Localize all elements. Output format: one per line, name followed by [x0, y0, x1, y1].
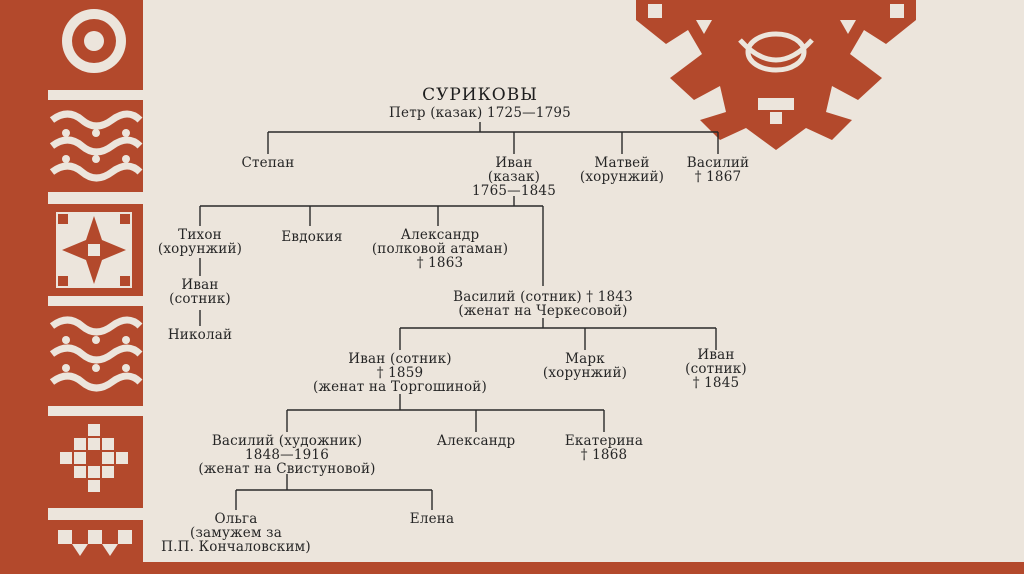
tree-node-aleksandr: Александр: [436, 433, 516, 449]
tree-node-line: Ольга: [214, 511, 258, 527]
tree-node-ivan-1845: Иван (сотник) † 1845: [666, 348, 766, 390]
tree-node-line: (замужем за: [190, 525, 282, 541]
tree-node-line: 1765—1845: [471, 183, 556, 199]
tree-title: СУРИКОВЫ: [422, 85, 538, 105]
tree-node-line: † 1859: [376, 365, 424, 381]
tree-node-olga: Ольга (замужем за П.П. Кончаловским): [146, 512, 326, 554]
tree-node-ekaterina: Екатерина † 1868: [544, 434, 664, 462]
tree-root-petr: Петр (казак) 1725—1795: [389, 105, 571, 121]
tree-node-line: Матвей: [594, 155, 650, 171]
tree-node-line: Тихон: [178, 227, 222, 243]
ornament-column: [48, 0, 143, 562]
tree-node-elena: Елена: [409, 511, 455, 527]
tree-node-vasiliy-sotnik: Василий (сотник) † 1843 (женат на Черкес…: [423, 290, 663, 318]
tree-node-line: (хорунжий): [157, 241, 243, 257]
star-ornament-icon: [48, 204, 143, 296]
tree-node-line: П.П. Кончаловским): [161, 539, 311, 555]
tree-node-line: 1848—1916: [244, 447, 329, 463]
tree-node-aleksandr-ataman: Александр (полковой атаман) † 1863: [350, 228, 530, 270]
tree-node-tikhon: Тихон (хорунжий): [140, 228, 260, 256]
tree-node-line: † 1868: [580, 447, 628, 463]
tree-node-vasiliy-1867: Василий † 1867: [668, 156, 768, 184]
tree-node-line: Марк: [565, 351, 605, 367]
tree-node-line: Иван: [697, 347, 735, 363]
tree-node-line: † 1867: [694, 169, 742, 185]
tree-node-line: Василий: [686, 155, 750, 171]
tree-node-line: (полковой атаман): [371, 241, 509, 257]
tree-node-line: (хорунжий): [542, 365, 628, 381]
tree-node-line: (казак): [487, 169, 541, 185]
tree-node-line: (хорунжий): [579, 169, 665, 185]
wave-ornament-icon: [48, 100, 143, 192]
tree-node-ivan-1859: Иван (сотник) † 1859 (женат на Торгошино…: [300, 352, 500, 394]
tree-node-mark: Марк (хорунжий): [525, 352, 645, 380]
tree-node-line: (женат на Торгошиной): [313, 379, 487, 395]
bottom-ornament-band: [0, 562, 1024, 574]
circle-ornament-icon: [48, 0, 143, 90]
tree-node-line: † 1863: [416, 255, 464, 271]
tree-node-evdokiya: Евдокия: [281, 229, 343, 245]
tree-node-line: (сотник): [169, 291, 231, 307]
tree-node-line: Василий (художник): [211, 433, 363, 449]
tree-node-line: Василий (сотник) † 1843: [453, 289, 633, 305]
cross-ornament-icon: [48, 416, 143, 508]
tree-node-stepan: Степан: [241, 155, 295, 171]
tree-node-line: † 1845: [692, 375, 740, 391]
tree-node-line: Александр: [400, 227, 480, 243]
tree-node-line: Иван (сотник): [348, 351, 452, 367]
tree-node-matvey: Матвей (хорунжий): [562, 156, 682, 184]
wave-ornament-icon: [48, 306, 143, 406]
tree-node-ivan-sotnik-tikhon: Иван (сотник): [150, 278, 250, 306]
tree-node-line: Иван: [495, 155, 533, 171]
tree-node-line: Екатерина: [564, 433, 644, 449]
corner-ornament-icon: [636, 0, 916, 150]
tree-node-line: (сотник): [685, 361, 747, 377]
tree-node-ivan-kazak: Иван (казак) 1765—1845: [454, 156, 574, 198]
wave-ornament-icon: [48, 520, 143, 562]
tree-node-vasiliy-painter: Василий (художник) 1848—1916 (женат на С…: [177, 434, 397, 476]
left-ornament-band: [0, 0, 48, 574]
tree-node-line: Иван: [181, 277, 219, 293]
tree-node-line: (женат на Черкесовой): [458, 303, 628, 319]
tree-node-line: (женат на Свистуновой): [198, 461, 376, 477]
tree-node-nikolay: Николай: [167, 327, 233, 343]
